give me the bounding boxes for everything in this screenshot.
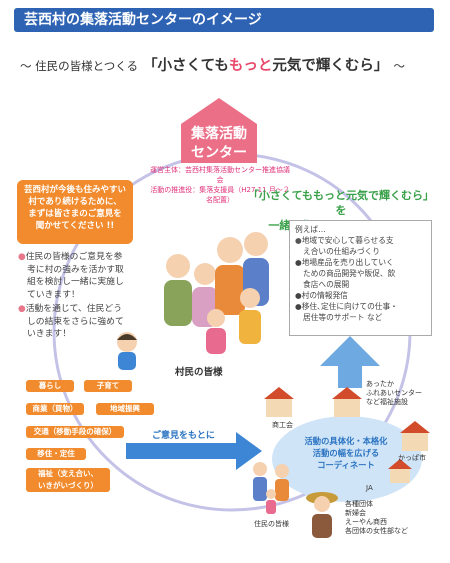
welfare-label-line3: など福祉施設 xyxy=(366,398,408,406)
person-icon xyxy=(239,288,261,344)
buildings xyxy=(264,387,430,483)
message-line1: 芸西村が今後も住みやすい xyxy=(23,185,126,195)
center-name-line1: 集落活動 xyxy=(191,126,247,142)
title-banner: 芸西村の集落活動センターのイメージ xyxy=(14,8,434,32)
tag-shopping: 商業（買物） xyxy=(26,403,84,415)
center-operator: 運営主体：芸西村集落活動センター推進協議会 xyxy=(150,166,290,184)
tag-migration: 移住・定住 xyxy=(26,448,86,460)
coordinate-line2: 活動の幅を広げる xyxy=(312,448,380,458)
subtitle: ～ 住民の皆様とつくる 「小さくてももっと元気で輝くむら」 ～ xyxy=(20,54,440,78)
right-arrow-icon xyxy=(126,432,262,470)
boy-icon xyxy=(117,332,137,370)
tag-transport: 交通（移動手段の確保） xyxy=(26,426,124,438)
group-line: 新婦会 xyxy=(345,509,366,517)
slogan-line1: 「小さくてももっと元気で輝くむら」を xyxy=(247,189,435,217)
example-item: ●移住､定住に向けての仕事・居住等のサポート など xyxy=(295,302,398,322)
page-title: 芸西村の集落活動センターのイメージ xyxy=(24,12,262,28)
subtitle-prefix: ～ 住民の皆様とつくる xyxy=(20,59,138,73)
bullet-item: ●住民の皆様のご意見を参 考に村の強みを活かす取 組を検討し一緒に実施し ていき… xyxy=(18,251,136,301)
examples-box: 例えば… ●地域で安心して暮らせる支え合いの仕組みづくり ●地場産品を売り出して… xyxy=(289,220,432,336)
example-item: ●地場産品を売り出していくための商品開発や販促、飲食店への展開 xyxy=(295,258,396,289)
subtitle-main-post: 元気で輝くむら」 xyxy=(272,58,389,74)
tag-welfare-line1: 福祉（支え合い、 xyxy=(38,469,98,478)
welfare-label: あったか ふれあいセンター など福祉施設 xyxy=(366,380,436,407)
example-text: 村の情報発信 xyxy=(301,291,348,300)
example-text: 地域で安心して暮らせる支 xyxy=(301,236,394,245)
center-name: 集落活動 センター xyxy=(181,125,257,163)
coordinate-line1: 活動の具体化・本格化 xyxy=(304,436,388,446)
welfare-label-line1: あったか xyxy=(366,380,394,388)
message-line4: 聞かせてください !! xyxy=(35,221,115,231)
bullet-text: 組を検討し一緒に実施し xyxy=(27,277,124,287)
person-icon xyxy=(275,464,289,501)
welfare-building-icon xyxy=(332,387,362,417)
example-text: 移住､定住に向けての仕事・ xyxy=(301,302,398,311)
ja-building-icon xyxy=(388,459,412,483)
example-text: 地場産品を売り出していく xyxy=(301,258,394,267)
coordinate-area xyxy=(272,416,422,502)
center-house xyxy=(181,98,257,163)
person-icon xyxy=(215,237,245,315)
person-icon xyxy=(206,309,226,354)
message-line2: 村であり続けるために、 xyxy=(28,197,122,207)
groups-label: 各種団体 新婦会 えーやん商西 各団体の女性部など xyxy=(345,500,435,536)
tag-regional: 地域振興 xyxy=(96,403,154,415)
tag-welfare: 福祉（支え合い、 いきがいづくり） xyxy=(26,468,110,492)
coordinate-text: 活動の具体化・本格化 活動の幅を広げる コーディネート xyxy=(282,435,410,471)
bullet-text: ていきます！ xyxy=(27,289,80,300)
market-label: かっぱ市 xyxy=(398,454,426,462)
center-name-line2: センター xyxy=(191,145,247,161)
example-item: ●村の情報発信 xyxy=(295,291,348,300)
example-text: え合いの仕組みづくり xyxy=(303,247,380,256)
villagers-label: 村民の皆様 xyxy=(175,367,223,378)
residents-label: 住民の皆様 xyxy=(254,520,289,528)
bullet-dot-icon: ● xyxy=(18,252,26,262)
group-line: えーやん商西 xyxy=(345,518,387,526)
person-icon xyxy=(253,462,267,501)
center-promoter: 活動の推進役：集落支援員（H27.11 月～２名配置） xyxy=(150,186,290,204)
bullet-text: いきます！ xyxy=(27,329,71,339)
bullet-text: しの結束をさらに強めて xyxy=(27,316,124,327)
bullet-list: ●住民の皆様のご意見を参 考に村の強みを活かす取 組を検討し一緒に実施し ていき… xyxy=(18,251,136,341)
coordinate-line3: コーディネート xyxy=(317,460,375,470)
welfare-label-line2: ふれあいセンター xyxy=(366,389,422,397)
tag-childcare: 子育て xyxy=(84,380,132,392)
ja-label: JA xyxy=(366,484,373,492)
group-line: 各団体の女性部など xyxy=(345,527,408,535)
bullet-text: 住民の皆様のご意見を参 xyxy=(25,252,123,262)
person-icon xyxy=(266,489,276,514)
villagers-illustration xyxy=(164,232,269,354)
example-item: ●地域で安心して暮らせる支え合いの仕組みづくり xyxy=(295,236,394,256)
shop-label: 商工会 xyxy=(272,421,293,429)
bullet-item: ●活動を通じて、住民どう しの結束をさらに強めて いきます！ xyxy=(18,303,136,341)
center-info: 運営主体：芸西村集落活動センター推進協議会 活動の推進役：集落支援員（H27.1… xyxy=(150,165,290,205)
up-arrow-icon xyxy=(320,336,380,388)
subtitle-main-emph: もっと xyxy=(228,58,273,74)
bullet-text: 活動を通じて、住民どう xyxy=(25,304,123,314)
group-line: 各種団体 xyxy=(345,500,373,508)
family-illustration xyxy=(253,462,289,514)
example-text: 食店への展開 xyxy=(303,280,350,289)
message-box: 芸西村が今後も住みやすい 村であり続けるために、 まずは皆さまのご意見を 聞かせ… xyxy=(17,180,133,244)
person-icon xyxy=(164,254,192,326)
example-text: ための商品開発や販促、飲 xyxy=(303,269,396,278)
bullet-dot-icon: ● xyxy=(18,304,26,314)
subtitle-suffix: ～ xyxy=(393,59,406,73)
subtitle-main-pre: 「小さくても xyxy=(143,58,229,74)
message-line3: まずは皆さまのご意見を xyxy=(28,209,122,219)
farmer-icon xyxy=(306,492,338,538)
bullet-text: 考に村の強みを活かす取 xyxy=(27,264,124,275)
example-text: 居住等のサポート など xyxy=(303,313,383,322)
tag-living: 暮らし xyxy=(26,380,74,392)
shop-building-icon xyxy=(264,387,294,417)
tag-welfare-line2: いきがいづくり） xyxy=(38,481,98,490)
opinion-label: ご意見をもとに xyxy=(152,431,215,441)
examples-heading: 例えば… xyxy=(295,225,326,234)
market-building-icon xyxy=(400,421,430,451)
